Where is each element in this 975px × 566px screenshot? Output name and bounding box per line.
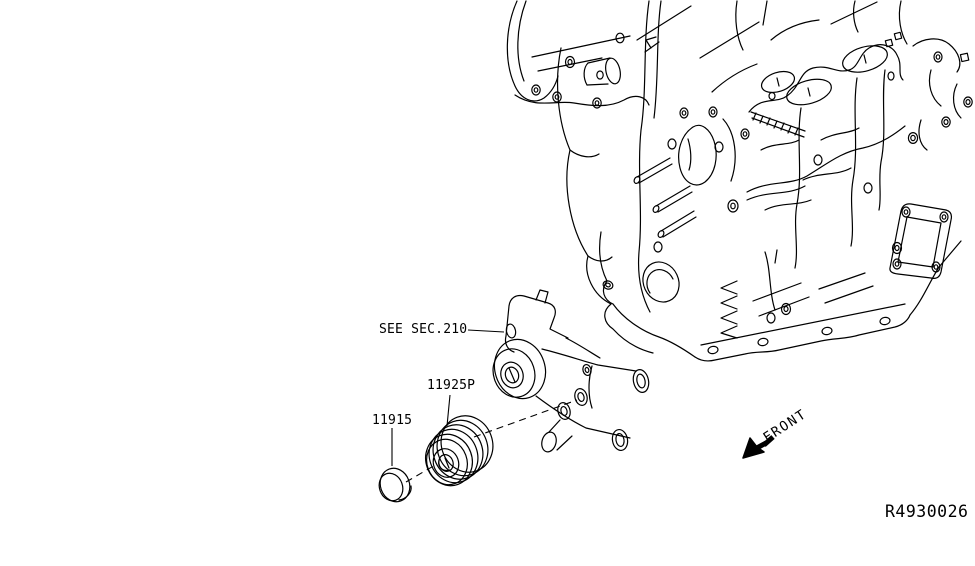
callout-leader-lines: [391, 329, 505, 466]
assembly-axis-dashed-line: [405, 399, 578, 483]
fan-pulley-bracket-art[interactable]: [487, 289, 651, 453]
engine-block-art: [506, 0, 973, 362]
callout-part-11915[interactable]: 11915: [372, 413, 413, 428]
pulley-cap-art[interactable]: [375, 464, 414, 506]
figure-reference-number: R4930026: [885, 502, 969, 521]
fan-pulley-art[interactable]: [418, 408, 500, 492]
callout-part-11925p[interactable]: 11925P: [427, 378, 476, 393]
front-direction-arrow-icon: [742, 435, 775, 459]
callout-see-sec-210[interactable]: SEE SEC.210: [379, 322, 468, 337]
